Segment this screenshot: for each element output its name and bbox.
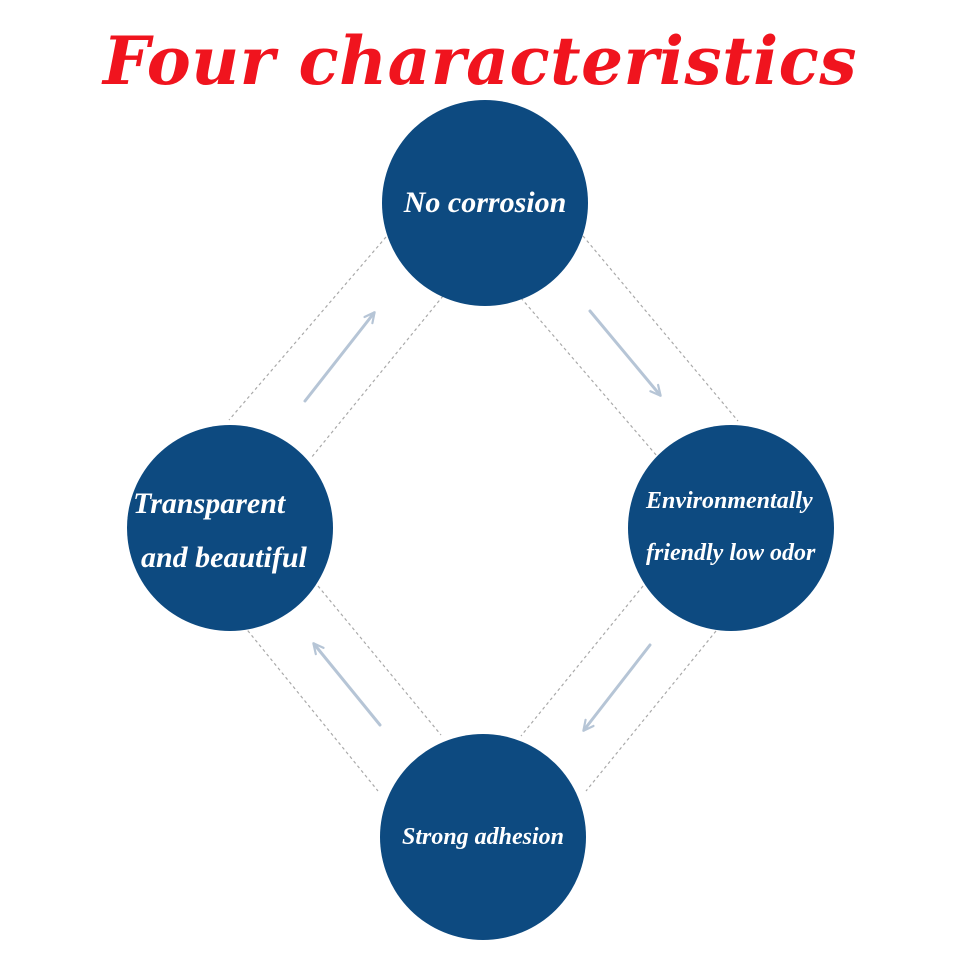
arrow-left-to-top — [303, 311, 376, 403]
connector-top-left-outer — [228, 236, 387, 421]
connector-top-left-inner — [310, 295, 444, 459]
connector-bottom-right-outer — [585, 630, 717, 792]
arrow-right-to-bottom — [582, 643, 652, 732]
connector-top-right-inner — [520, 297, 658, 457]
connector-bottom-left-inner — [317, 585, 442, 736]
node-label-line-2: and beautiful — [141, 541, 307, 574]
node-label-group: Transparent and beautiful — [133, 477, 307, 585]
page-title: Four characteristics — [102, 22, 858, 100]
arrow-top-to-right — [588, 309, 662, 397]
node-label-line-1: Environmentally — [646, 488, 813, 514]
node-transparent-beautiful: Transparent and beautiful — [127, 425, 333, 631]
connector-bottom-right-inner — [520, 585, 644, 737]
node-environmentally-friendly: Environmentally friendly low odor — [628, 425, 834, 631]
node-label-line-1: Transparent — [133, 487, 286, 520]
arrow-bottom-to-left — [312, 642, 382, 727]
connector-top-right-outer — [582, 235, 739, 422]
node-no-corrosion: No corrosion — [382, 100, 588, 306]
node-label: Strong adhesion — [401, 823, 565, 850]
node-label-line-2: friendly low odor — [646, 540, 816, 566]
node-label: No corrosion — [403, 186, 567, 219]
node-label-group: Environmentally friendly low odor — [646, 475, 815, 579]
connector-bottom-left-outer — [243, 625, 379, 792]
node-strong-adhesion: Strong adhesion — [380, 734, 586, 940]
